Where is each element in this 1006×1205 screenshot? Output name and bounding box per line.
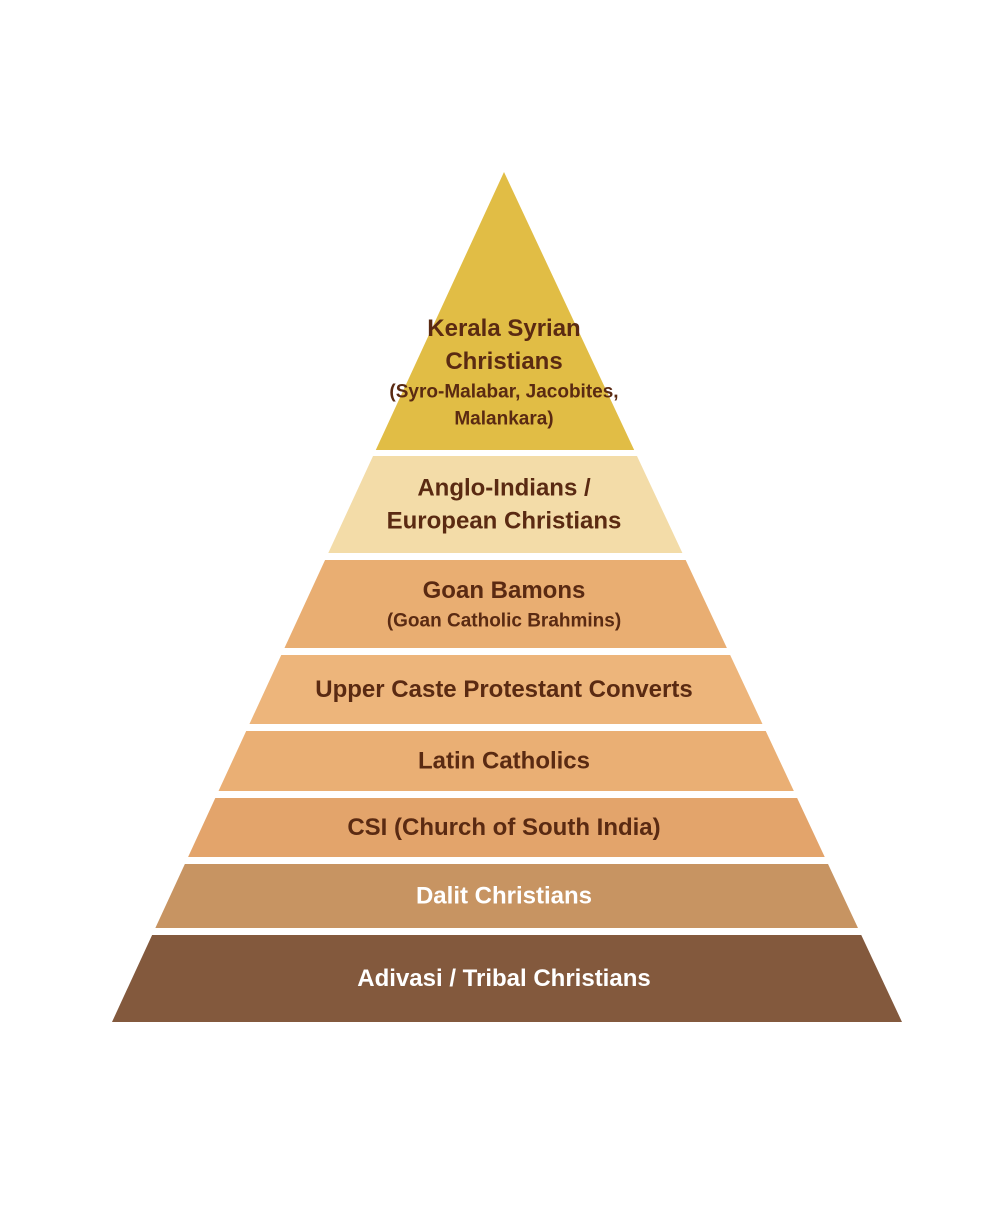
pyramid-tier-8: Adivasi / Tribal Christians xyxy=(112,935,902,1022)
tier-sublabel: (Goan Catholic Brahmins) xyxy=(387,610,621,631)
tier-label: Latin Catholics xyxy=(418,747,590,774)
tier-label: Kerala Syrian xyxy=(427,315,580,342)
pyramid-tier-4: Upper Caste Protestant Converts xyxy=(249,655,763,724)
tier-label: Upper Caste Protestant Converts xyxy=(315,676,692,703)
tier-label: Adivasi / Tribal Christians xyxy=(357,965,650,992)
pyramid-tier-7: Dalit Christians xyxy=(155,864,858,928)
tier-shape xyxy=(188,798,825,857)
tier-shape xyxy=(112,935,902,1022)
tier-shape xyxy=(284,560,727,648)
tier-shape xyxy=(328,456,683,553)
tier-label: European Christians xyxy=(387,507,622,534)
tier-label: Christians xyxy=(445,348,562,375)
tier-label: Dalit Christians xyxy=(416,882,592,909)
tier-shape xyxy=(375,172,635,450)
tier-sublabel: (Syro-Malabar, Jacobites, xyxy=(389,381,618,402)
pyramid-tier-6: CSI (Church of South India) xyxy=(188,798,825,857)
tier-label: Goan Bamons xyxy=(423,577,586,604)
tier-sublabel: Malankara) xyxy=(454,408,553,429)
tier-label: CSI (Church of South India) xyxy=(347,814,660,841)
tier-label: Anglo-Indians / xyxy=(417,474,591,501)
tier-shape xyxy=(155,864,858,928)
pyramid-tier-5: Latin Catholics xyxy=(218,731,794,791)
tier-shape xyxy=(218,731,794,791)
pyramid-tier-2: Anglo-Indians / European Christians xyxy=(328,456,683,553)
pyramid-tier-3: Goan Bamons (Goan Catholic Brahmins) xyxy=(284,560,727,648)
tier-shape xyxy=(249,655,763,724)
